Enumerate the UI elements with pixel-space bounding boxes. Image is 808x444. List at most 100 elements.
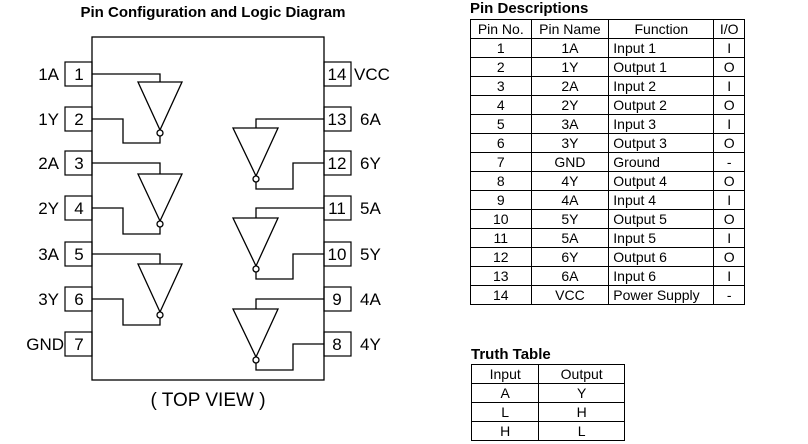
pin-name: VCC [354, 65, 390, 84]
table-cell: 2 [470, 57, 532, 77]
pin-descriptions-title: Pin Descriptions [470, 0, 589, 17]
inverter-4-output-wire [255, 343, 324, 371]
inverter-4-bubble [252, 356, 260, 364]
table-cell: 9 [470, 190, 532, 210]
right-pins: 14 13 12 11 10 9 8 VCC 6A 6Y 5A 5Y 4A 4Y [323, 61, 390, 357]
column-header: I/O [713, 19, 745, 39]
inverter-5-output-wire [255, 253, 324, 280]
pin-number: 2 [74, 110, 83, 129]
pin-name: 6Y [360, 154, 381, 173]
table-cell: I [713, 76, 745, 96]
pin-number: 1 [74, 65, 83, 84]
pin-number: 11 [328, 199, 346, 218]
inverter-3-bubble [156, 311, 164, 319]
inverter-5-input-wire [255, 207, 324, 218]
table-cell: I [713, 190, 745, 210]
inverter-3-input-wire [92, 253, 161, 264]
table-cell: O [713, 247, 745, 267]
pin-name: 5A [360, 199, 381, 218]
column-header: Pin No. [470, 19, 532, 39]
inverter-4-icon [231, 308, 280, 359]
inverter-2-icon [136, 173, 184, 223]
pin-name: 3A [38, 245, 59, 264]
pin-number: 7 [74, 335, 83, 354]
pin-name: GND [26, 335, 64, 354]
table-cell: 1A [530, 38, 610, 58]
table-cell: 2Y [530, 95, 610, 115]
table-cell: O [713, 209, 745, 229]
table-cell: Output 1 [608, 57, 715, 77]
table-cell: Output 5 [608, 209, 715, 229]
table-cell: 4Y [530, 171, 610, 191]
table-subheader-row: A Y [470, 383, 625, 403]
table-cell: Input 3 [608, 114, 715, 134]
column-header: Output [538, 364, 625, 384]
table-cell: 3Y [530, 133, 610, 153]
inverter-2-input-wire [92, 162, 161, 174]
table-cell: Output 6 [608, 247, 715, 267]
pin-name: 4A [360, 290, 381, 309]
pin-box [64, 331, 93, 357]
table-cell: 6A [530, 266, 610, 286]
column-header: Pin Name [530, 19, 610, 39]
column-header: Function [608, 19, 715, 39]
inverter-2-output-wire [92, 207, 161, 235]
pin-number: 12 [328, 154, 347, 173]
truth-table-title: Truth Table [471, 346, 551, 363]
column-header: Input [470, 364, 540, 384]
inverter-3-icon [136, 263, 184, 314]
table-cell: Input 5 [608, 228, 715, 248]
inverter-2-bubble [156, 220, 164, 228]
pin-number: 9 [332, 290, 341, 309]
column-subheader: Y [538, 383, 625, 403]
table-cell: 4 [470, 95, 532, 115]
table-cell: 12 [470, 247, 532, 267]
table-cell: 4A [530, 190, 610, 210]
table-cell: 14 [470, 285, 532, 305]
table-cell: Input 2 [608, 76, 715, 96]
table-cell: 1 [470, 38, 532, 58]
inverter-3-output-wire [92, 298, 161, 326]
inverter-5-bubble [252, 265, 260, 273]
inverter-1-input-wire [92, 73, 161, 82]
pin-number: 8 [332, 335, 341, 354]
inverter-1-icon [136, 81, 184, 132]
table-cell: H [470, 421, 540, 441]
table-header-row: Pin No. Pin Name Function I/O [470, 19, 745, 39]
table-cell: I [713, 38, 745, 58]
pin-name: 2A [38, 154, 59, 173]
table-cell: Power Supply [608, 285, 715, 305]
table-cell: 13 [470, 266, 532, 286]
table-cell: 5A [530, 228, 610, 248]
table-cell: I [713, 114, 745, 134]
pin-name: 3Y [38, 290, 59, 309]
table-cell: 5Y [530, 209, 610, 229]
inverter-6-input-wire [255, 118, 324, 128]
table-cell: Output 4 [608, 171, 715, 191]
table-cell: - [713, 152, 745, 172]
table-cell: 7 [470, 152, 532, 172]
table-cell: 1Y [530, 57, 610, 77]
table-cell: Output 2 [608, 95, 715, 115]
pin-number: 13 [328, 110, 347, 129]
inverter-6-bubble [252, 175, 260, 183]
table-cell: 3A [530, 114, 610, 134]
table-cell: L [538, 421, 625, 441]
table-cell: 2A [530, 76, 610, 96]
table-cell: 8 [470, 171, 532, 191]
pin-number: 6 [74, 290, 83, 309]
view-label: ( TOP VIEW ) [150, 390, 265, 411]
